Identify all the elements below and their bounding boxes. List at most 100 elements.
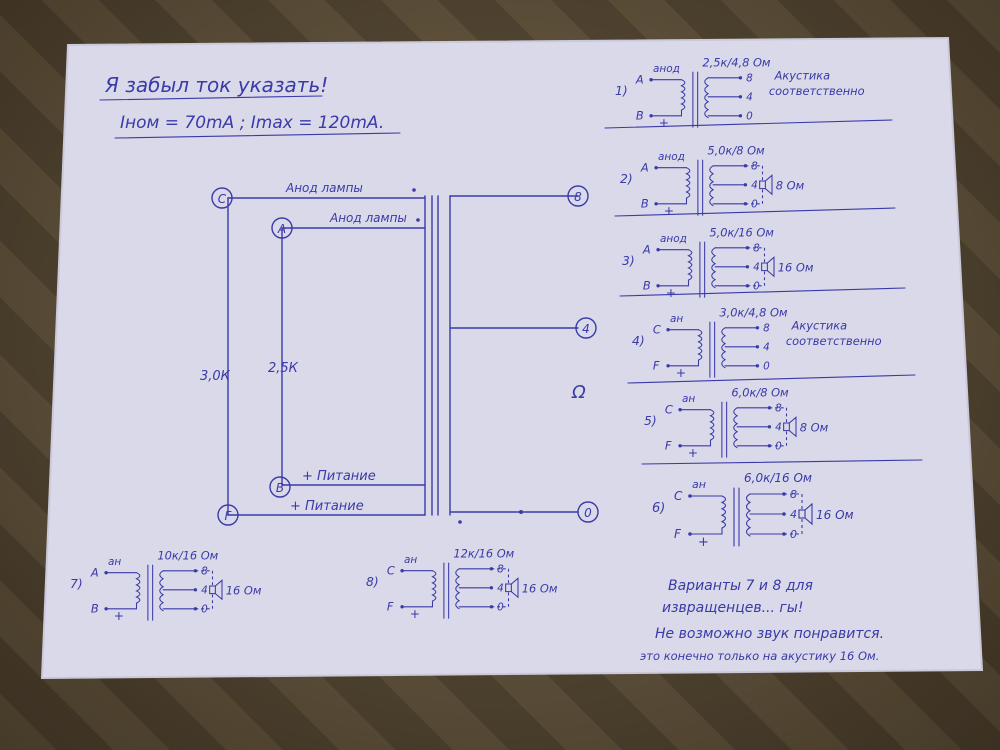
anode-a-label: Анод лампы — [329, 211, 407, 225]
variant-number: 2) — [620, 172, 633, 186]
variant-number: 5) — [644, 414, 657, 428]
variant-tap-0-label: 0 — [201, 604, 208, 616]
variant-separator — [604, 119, 893, 129]
terminal-8: 8 — [567, 185, 589, 207]
variant-tap-0-label: 0 — [775, 441, 782, 453]
variant-tap-8-label: 8 — [497, 564, 504, 576]
variant-impedance-spec: 6,0к/8 Ом — [731, 385, 789, 399]
variant-plus-label: + — [676, 366, 686, 380]
terminal-a-label: A — [277, 222, 286, 236]
variant-anode-label: ан — [108, 556, 121, 568]
variant-note-line-1: Акустика — [791, 319, 848, 333]
variant-number: 3) — [622, 254, 635, 268]
variant-tap-0-label: 0 — [763, 361, 770, 373]
variant-tap-0-label: 0 — [497, 602, 504, 614]
variant-note-line-2: соответственно — [786, 334, 882, 348]
variant-load-label: 8 Ом — [776, 179, 805, 193]
variant-tap-4-label: 4 — [763, 342, 770, 354]
variant-impedance-spec: 5,0к/8 Ом — [707, 143, 765, 157]
impedance-cf-label: 3,0К — [200, 369, 231, 384]
variant-load-label: 16 Ом — [226, 584, 262, 598]
supply-f-label: + Питание — [290, 499, 364, 514]
variant-input-bottom-label: F — [387, 600, 394, 614]
variant-separator — [641, 459, 923, 465]
speaker-icon — [798, 502, 813, 526]
variant-anode-label: анод — [653, 63, 680, 75]
variant-tap-0-label: 0 — [746, 111, 753, 123]
variant-input-top-label: A — [635, 73, 644, 87]
variant-plus-label: + — [688, 446, 698, 460]
variant-number: 7) — [70, 577, 83, 591]
variant-impedance-spec: 10к/16 Ом — [157, 548, 218, 562]
footer-line-2: извращенцев... гы! — [662, 600, 803, 616]
sheet-title: Я забыл ток указать! — [104, 73, 328, 97]
variant-tap-8-label: 8 — [753, 243, 760, 255]
speaker-icon — [505, 577, 519, 599]
variant-input-bottom-label: B — [636, 109, 644, 123]
variant-plus-label: + — [666, 286, 676, 300]
variant-tap-8-label: 8 — [746, 73, 753, 85]
variant-tap-0-label: 0 — [753, 281, 760, 293]
terminal-b: B — [269, 476, 291, 498]
variant-plus-label: + — [698, 535, 709, 550]
variant-plus-label: + — [410, 607, 420, 621]
variant-number: 4) — [632, 334, 645, 348]
variant-load-label: 16 Ом — [522, 582, 558, 596]
variant-input-top-label: A — [640, 161, 649, 175]
title-underline — [99, 95, 323, 101]
terminal-4-label: 4 — [582, 322, 590, 336]
main-transformer-schematic: C A B F 8 4 0 Анод лампы Анод лампы + Пи… — [200, 181, 599, 526]
terminal-0: 0 — [577, 501, 599, 523]
variant-input-bottom-label: F — [653, 359, 660, 373]
variant-anode-label: ан — [404, 554, 417, 566]
variant-plus-label: + — [664, 204, 674, 218]
variant-anode-label: ан — [682, 393, 695, 405]
ohm-symbol: Ω — [571, 382, 586, 403]
variant-tap-4-label: 4 — [751, 180, 758, 192]
variant-tap-0-label: 0 — [790, 528, 797, 541]
variant-anode-label: ан — [670, 313, 683, 325]
variant-load-label: 8 Ом — [800, 421, 829, 435]
polarity-dot — [458, 520, 462, 524]
anode-c-label: Анод лампы — [285, 181, 363, 195]
variant-load-label: 16 Ом — [778, 261, 814, 275]
variant-number: 8) — [366, 575, 379, 589]
terminal-0-label: 0 — [584, 506, 592, 520]
variant-tap-8-label: 8 — [775, 403, 782, 415]
variant-impedance-spec: 6,0к/16 Ом — [744, 471, 812, 485]
variant-tap-8-label: 8 — [763, 323, 770, 335]
footer-line-1: Варианты 7 и 8 для — [668, 578, 813, 594]
variant-tap-4-label: 4 — [497, 583, 504, 595]
variant-plus-label: + — [659, 116, 669, 130]
terminal-8-label: 8 — [574, 190, 582, 204]
variant-input-top-label: C — [665, 403, 673, 417]
variant-anode-label: анод — [660, 233, 687, 245]
variant-input-top-label: C — [674, 489, 683, 503]
terminal-f: F — [217, 504, 239, 526]
terminal-a: A — [271, 217, 293, 239]
variant-input-bottom-label: F — [674, 527, 682, 541]
variant-input-bottom-label: B — [643, 279, 651, 293]
variant-number: 6) — [652, 501, 665, 516]
speaker-icon — [759, 174, 773, 196]
variant-load-label: 16 Ом — [816, 508, 854, 522]
variant-separator — [619, 287, 906, 297]
variant-input-bottom-label: F — [665, 439, 672, 453]
variant-tap-8-label: 8 — [790, 488, 797, 501]
variant-anode-label: анод — [658, 151, 685, 163]
variant-input-bottom-label: B — [91, 602, 99, 616]
variant-impedance-spec: 3,0к/4,8 Ом — [719, 305, 788, 319]
variant-note-line-2: соответственно — [769, 84, 865, 98]
terminal-c: C — [211, 187, 233, 209]
variant-tap-0-label: 0 — [751, 199, 758, 211]
footer-line-4: это конечно только на акустику 16 Ом. — [640, 649, 879, 663]
paper-sheet — [42, 38, 982, 678]
